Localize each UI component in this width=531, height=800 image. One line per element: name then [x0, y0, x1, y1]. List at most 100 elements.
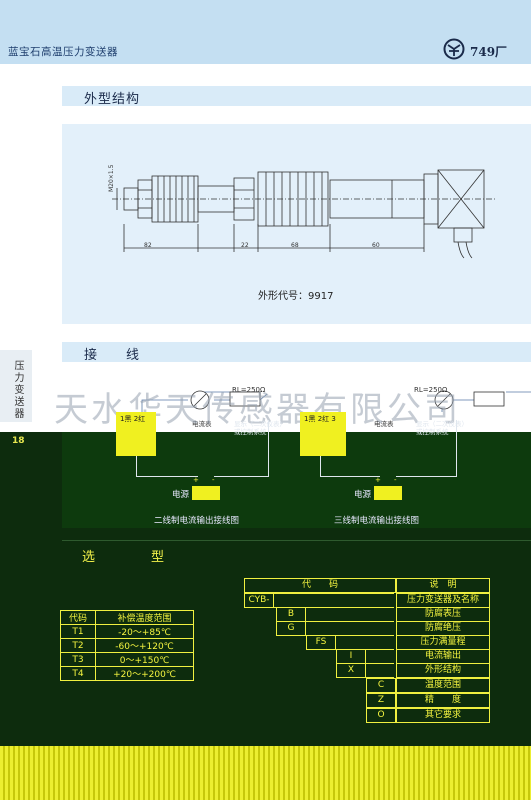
power-label-right: 电源: [354, 490, 372, 500]
leader-line: [366, 649, 394, 664]
cell-code: T4: [59, 666, 97, 681]
code-o: O: [366, 708, 396, 723]
code-b: B: [276, 607, 306, 622]
table-row: T2-60～+120℃: [59, 638, 194, 653]
dimension-1: 82: [144, 242, 152, 249]
terminal-left: 1黑 2红: [120, 414, 145, 424]
leader-line: [306, 621, 394, 636]
terminal-2-label: 红: [322, 415, 330, 423]
desc-g: 防腐绝压: [396, 621, 490, 636]
terminal-3-number: 3: [331, 415, 336, 423]
wire: [214, 476, 268, 477]
desc-c: 温度范围: [396, 678, 490, 693]
caption-two-wire: 二线制电流输出接线图: [154, 516, 240, 526]
code-header: 代 码: [244, 578, 396, 593]
dimension-3: 68: [291, 242, 299, 249]
code-i: I: [336, 649, 366, 664]
plus-left: +: [193, 476, 199, 484]
code-fs: FS: [306, 635, 336, 650]
code-c: C: [366, 678, 396, 693]
wire: [136, 476, 198, 477]
thread-label: M20×1.5: [108, 164, 115, 192]
wire: [136, 456, 137, 476]
transmitter-left: [116, 412, 156, 456]
desc-o: 其它要求: [396, 708, 490, 723]
page-header: [0, 0, 531, 64]
page-number: 18: [12, 436, 25, 446]
meter-label-left: 电流表: [192, 420, 212, 428]
outline-drawing-panel: [62, 124, 531, 324]
side-tab-label: 压力变送器: [12, 360, 23, 420]
footer-band: [0, 746, 531, 800]
table-row: T4+20～+200℃: [59, 666, 194, 681]
company-logo: 749厂: [442, 38, 522, 60]
section-title-shape: 外型结构: [84, 92, 141, 107]
code-cyb: CYB-: [244, 593, 274, 608]
terminal-2-number: 2: [317, 415, 323, 423]
header-range: 补偿温度范围: [95, 610, 194, 625]
caption-three-wire: 三线制电流输出接线图: [334, 516, 420, 526]
terminal-1-number: 1: [120, 415, 125, 423]
wire: [320, 456, 321, 476]
terminal-2-label: 红: [138, 415, 146, 423]
rl-label-right: RL=250Ω: [414, 386, 448, 394]
section-bar-shape: [62, 86, 531, 106]
dimension-2: 22: [241, 242, 249, 249]
leader-line: [366, 663, 394, 678]
leader-line: [306, 607, 394, 622]
section-title-selection: 选 型: [82, 550, 175, 565]
leader-line: [274, 593, 394, 608]
power-label-left: 电源: [172, 490, 190, 500]
desc-cyb: 压力变送器及名称: [396, 593, 490, 608]
desc-i: 电流输出: [396, 649, 490, 664]
code-g: G: [276, 621, 306, 636]
minus-right: -: [394, 476, 397, 484]
page-title: 蓝宝石高温压力变送器: [8, 46, 118, 58]
desc-z: 精 度: [396, 693, 490, 708]
terminal-1-label: 黑: [124, 415, 132, 423]
wiring-lines-top: [141, 390, 531, 412]
power-supply-left: [192, 486, 220, 500]
terminal-1-label: 黑: [308, 415, 316, 423]
cell-code: T2: [59, 638, 97, 653]
wire: [320, 476, 380, 477]
section-title-wiring: 接 线: [84, 348, 141, 363]
terminal-2-number: 2: [133, 415, 139, 423]
cell-range: -20～+85℃: [95, 624, 194, 639]
section-divider: [62, 540, 531, 541]
code-z: Z: [366, 693, 396, 708]
logo-text: 749厂: [470, 45, 508, 59]
logo-emblem-icon: [443, 38, 465, 60]
cell-code: T1: [59, 624, 97, 639]
wire: [396, 476, 456, 477]
meter-label-right: 电流表: [374, 420, 394, 428]
wire: [456, 420, 457, 477]
desc-fs: 压力满量程: [396, 635, 490, 650]
transmitter-right: [300, 412, 346, 456]
table-row: T1-20～+85℃: [59, 624, 194, 639]
wire: [268, 420, 269, 477]
desc-b: 防腐表压: [396, 607, 490, 622]
cell-range: 0～+150℃: [95, 652, 194, 667]
table-header-row: 代码 补偿温度范围: [59, 610, 194, 625]
side-tab: [0, 350, 32, 422]
figure-code: 外形代号：9917: [258, 291, 334, 302]
desc-header: 说 明: [396, 578, 490, 593]
cell-range: -60～+120℃: [95, 638, 194, 653]
minus-left: -: [212, 476, 215, 484]
leader-line: [336, 635, 394, 650]
desc-x: 外形结构: [396, 663, 490, 678]
cell-code: T3: [59, 652, 97, 667]
plus-right: +: [375, 476, 381, 484]
terminal-right: 1黑 2红 3: [304, 414, 336, 424]
power-supply-right: [374, 486, 402, 500]
display-label-left: 显示（二次仪表） 或控制系统: [234, 420, 286, 436]
terminal-1-number: 1: [304, 415, 309, 423]
cell-range: +20～+200℃: [95, 666, 194, 681]
code-x: X: [336, 663, 366, 678]
dimension-4: 60: [372, 242, 380, 249]
section-bar-wiring: [62, 342, 531, 362]
rl-label-left: RL=250Ω: [232, 386, 266, 394]
